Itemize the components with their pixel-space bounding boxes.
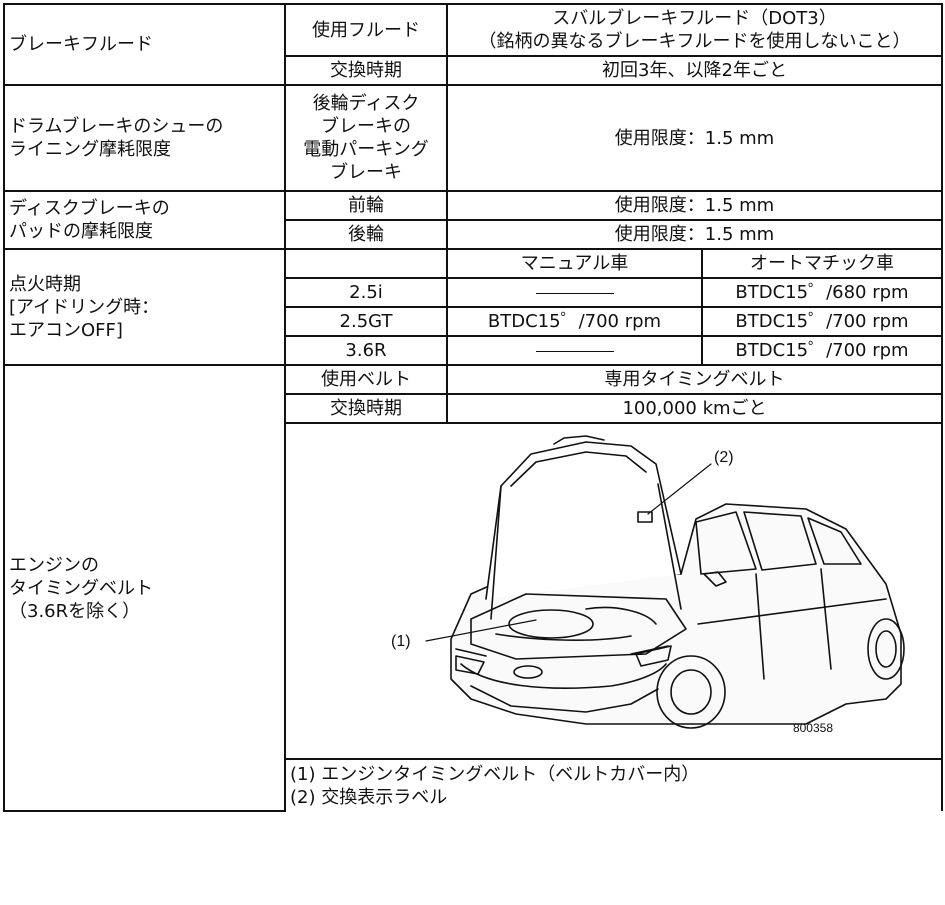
not-applicable-dash [535, 292, 614, 294]
maintenance-spec-table: ブレーキフルード 使用フルード スバルブレーキフルード（DOT3） （銘柄の異な… [3, 3, 943, 812]
ignition-auto-header: オートマチック車 [701, 248, 943, 279]
timing-belt-use-value: 専用タイミングベルト [446, 364, 943, 395]
timing-belt-notes: (1) エンジンタイミングベルト（ベルトカバー内） (2) 交換表示ラベル [284, 758, 943, 811]
timing-belt-interval-label: 交換時期 [284, 393, 448, 424]
ignition-manual-value [446, 335, 703, 366]
disc-pad-label: ディスクブレーキの パッドの摩耗限度 [3, 190, 286, 250]
timing-belt-use-label: 使用ベルト [284, 364, 448, 395]
timing-belt-label: エンジンの タイミングベルト （3.6Rを除く） [3, 364, 286, 812]
disc-pad-rear-label: 後輪 [284, 219, 448, 250]
disc-pad-front-label: 前輪 [284, 190, 448, 221]
brake-fluid-label: ブレーキフルード [3, 3, 286, 86]
not-applicable-dash [535, 350, 614, 352]
disc-pad-rear-value: 使用限度：1.5 mm [446, 219, 943, 250]
figure-code: 800358 [792, 721, 833, 735]
engine-figure-cell: (1) (2) 800358 [284, 422, 943, 760]
callout-2-label: (2) [714, 449, 734, 466]
ignition-model: 3.6R [284, 335, 448, 366]
ignition-manual-header: マニュアル車 [446, 248, 703, 279]
brake-fluid-use-value: スバルブレーキフルード（DOT3） （銘柄の異なるブレーキフルードを使用しないこ… [446, 3, 943, 57]
car-hood-open-illustration [425, 435, 905, 729]
callout-1-label: (1) [391, 633, 411, 650]
ignition-model: 2.5i [284, 277, 448, 308]
brake-fluid-use-label: 使用フルード [284, 3, 448, 57]
ignition-auto-value: BTDC15゜/680 rpm [701, 277, 943, 308]
drum-brake-value: 使用限度：1.5 mm [446, 84, 943, 192]
timing-belt-interval-value: 100,000 kmごと [446, 393, 943, 424]
ignition-manual-value [446, 277, 703, 308]
ignition-auto-value: BTDC15゜/700 rpm [701, 306, 943, 337]
drum-brake-label: ドラムブレーキのシューの ライニング摩耗限度 [3, 84, 286, 192]
disc-pad-front-value: 使用限度：1.5 mm [446, 190, 943, 221]
brake-fluid-interval-value: 初回3年、以降2年ごと [446, 55, 943, 86]
ignition-auto-value: BTDC15゜/700 rpm [701, 335, 943, 366]
ignition-model: 2.5GT [284, 306, 448, 337]
ignition-manual-value: BTDC15゜/700 rpm [446, 306, 703, 337]
ignition-header-blank [284, 248, 448, 279]
brake-fluid-interval-label: 交換時期 [284, 55, 448, 86]
ignition-label: 点火時期 [アイドリング時： エアコンOFF] [3, 248, 286, 366]
drum-brake-sub-label: 後輪ディスク ブレーキの 電動パーキング ブレーキ [284, 84, 448, 192]
